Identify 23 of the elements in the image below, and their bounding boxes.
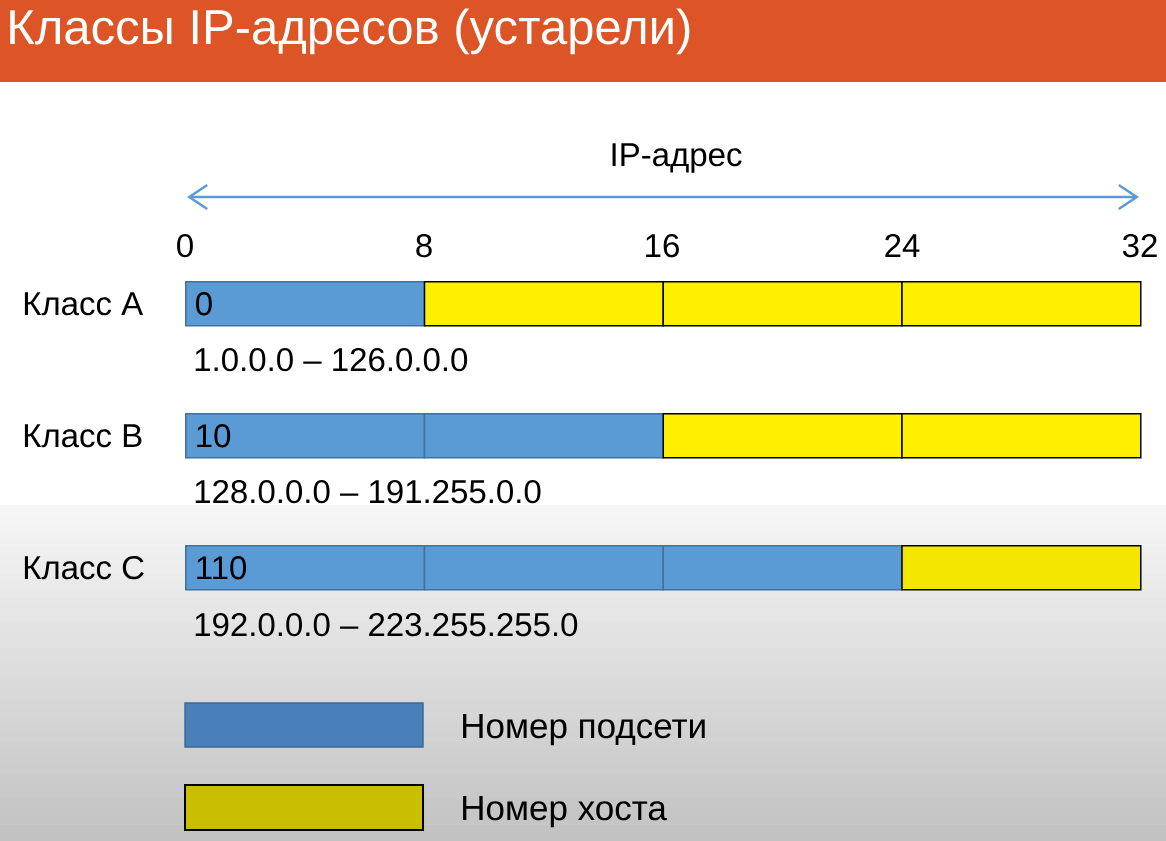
bit-segment	[423, 281, 664, 327]
row-label: Класс C	[24, 555, 144, 580]
bit-segment: 0	[185, 281, 426, 327]
tick-label: 32	[1122, 233, 1157, 258]
address-range: 1.0.0.0 – 126.0.0.0	[195, 347, 468, 372]
tick-label: 16	[646, 233, 679, 258]
title-banner: Классы IP-адресов (устарели)	[0, 0, 1166, 82]
row-label: Класс B	[24, 424, 142, 448]
tick-label: 24	[885, 233, 920, 257]
bit-segment: 10	[185, 413, 426, 459]
bit-segment	[662, 413, 903, 459]
bit-segment	[423, 413, 664, 459]
bit-segment	[901, 413, 1142, 459]
address-range: 128.0.0.0 – 191.255.0.0	[195, 479, 541, 504]
tick-label: 8	[416, 233, 432, 258]
axis-title: IP-адрес	[612, 143, 742, 173]
legend-label: Номер хоста	[463, 795, 667, 828]
bit-segment	[901, 281, 1142, 327]
tick-label: 0	[177, 233, 193, 258]
legend-label: Номер подсети	[463, 713, 705, 746]
address-range: 192.0.0.0 – 223.255.255.0	[195, 612, 578, 637]
row-label: Класс A	[24, 292, 144, 316]
bit-segment	[662, 281, 903, 327]
